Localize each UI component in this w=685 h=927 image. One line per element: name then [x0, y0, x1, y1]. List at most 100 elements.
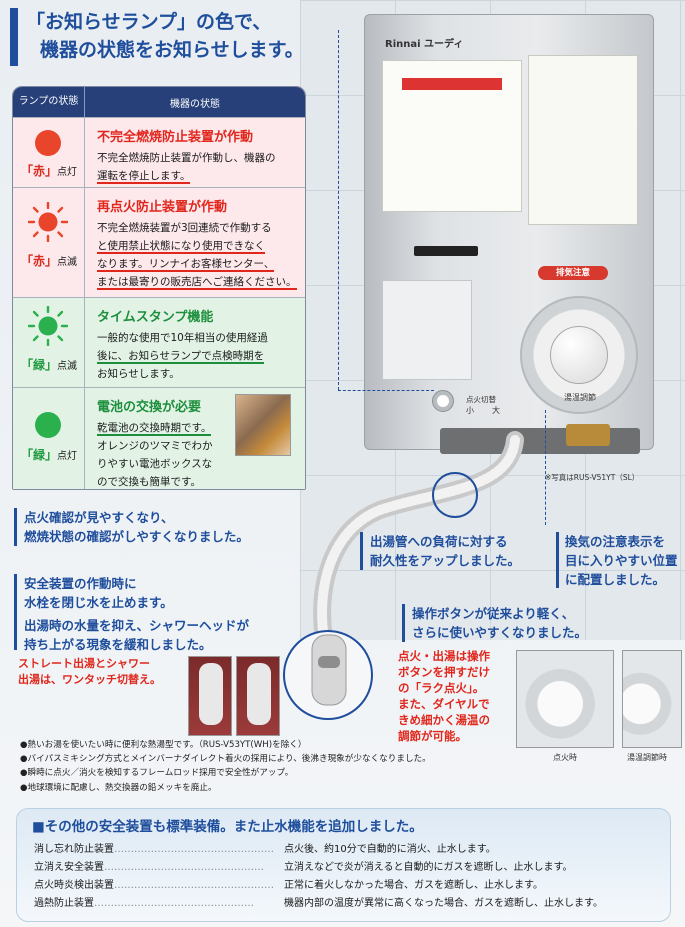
warning-label-red-bar — [402, 78, 502, 90]
lamp-color: 「緑」 — [20, 358, 57, 372]
callout-line: 燃焼状態の確認がしやすくなりました。 — [24, 529, 249, 544]
fire-switch-text: 点火切替 — [466, 395, 496, 404]
temperature-photo-caption: 湯温調節時 — [627, 753, 667, 762]
status-line: 後に、お知らせランプで点検時期を — [97, 350, 265, 364]
table-row-green-on: 「緑」点灯 電池の交換が必要 乾電池の交換時期です。 オレンジのツマミでわか り… — [13, 387, 305, 489]
lamp-label: 「赤」点灯 — [13, 162, 85, 179]
heading-line-1: 「お知らせランプ」の色で、 — [26, 11, 272, 33]
lamp-color: 「赤」 — [20, 164, 57, 178]
notice-lamp-button[interactable] — [432, 390, 454, 412]
switch-small-label: 小 — [466, 406, 474, 415]
dial-label: 湯温調節 — [564, 393, 596, 402]
status-body: 不完全燃焼装置が3回連続で作動する と使用禁止状態になり使用できなく なります。… — [97, 219, 299, 291]
callout-line: に配置しました。 — [565, 572, 666, 587]
lamp-cell: 「緑」点滅 — [13, 298, 85, 387]
heading-line-2: 機器の状態をお知らせします。 — [40, 39, 304, 61]
callout-line: 換気の注意表示を — [565, 534, 666, 549]
pipe-durability-callout: 出湯管への負荷に対する 耐久性をアップしました。 — [370, 532, 540, 570]
status-cell: タイムスタンプ機能 一般的な使用で10年相当の使用経過 後に、お知らせランプで点… — [85, 298, 305, 387]
table-row-red-on: 「赤」点灯 不完全燃焼防止装置が作動 不完全燃焼防止装置が作動し、機器の 運転を… — [13, 117, 305, 187]
temperature-photo — [622, 650, 682, 748]
leader-line — [338, 390, 434, 391]
safety-name: 点火時炎検出装置………………………………………… — [34, 880, 274, 891]
note-line: 調節が可能。 — [398, 729, 467, 743]
safety-desc: 立消えなどで炎が消えると自動的にガスを遮断し、止水します。 — [284, 862, 573, 873]
callout-line: 出湯管への負荷に対する — [370, 534, 508, 549]
table-header: ランプの状態 機器の状態 — [13, 87, 305, 117]
lamp-color: 「緑」 — [20, 448, 57, 462]
feature-bullet-list: ●熱いお湯を使いたい時に便利な熱湯型です。（RUS-V53YT(WH)を除く） … — [20, 738, 431, 795]
safety-name: 消し忘れ防止装置………………………………………… — [34, 844, 274, 855]
temperature-dial-knob[interactable] — [550, 326, 608, 384]
leader-line — [338, 30, 339, 390]
red-lamp-blink-icon — [28, 202, 68, 242]
fire-switch-label: 点火切替 小 大 — [466, 394, 526, 416]
safety-desc: 正常に着火しなかった場合、ガスを遮断し、止水します。 — [284, 880, 543, 891]
note-line: また、ダイヤルで — [398, 697, 490, 711]
photo-model-note: ※写真はRUS-V51YT（SL） — [545, 473, 640, 482]
red-lamp-on-icon — [35, 130, 61, 156]
lamp-mode: 点滅 — [57, 257, 77, 268]
bullet-item: ●瞬時に点火／消火を検知するフレームロッド採用で安全性がアップ。 — [20, 768, 294, 779]
lamp-label: 「緑」点灯 — [13, 446, 85, 463]
lamp-label: 「赤」点滅 — [13, 252, 85, 269]
callout-bar — [556, 532, 559, 588]
safety-name: 過熱防止装置………………………………………… — [34, 898, 254, 909]
callout-line: 水栓を閉じ水を止めます。 — [24, 595, 173, 610]
safety-stop-callout: 安全装置の作動時に 水栓を閉じ水を止めます。 出湯時の水量を抑え、シャワーヘッド… — [24, 574, 294, 654]
brass-valve — [566, 424, 610, 446]
safety-name: 立消え安全装置………………………………………… — [34, 862, 264, 873]
callout-line: 点火確認が見やすくなり、 — [24, 510, 174, 525]
safety-devices-box — [16, 808, 671, 922]
green-lamp-blink-icon — [28, 306, 68, 346]
callout-line: 操作ボタンが従来より軽く、 — [412, 606, 575, 621]
status-body: 乾電池の交換時期です。 オレンジのツマミでわか りやすい電池ボックスな ので交換… — [97, 419, 237, 489]
safety-row: 過熱防止装置………………………………………… 機器内部の温度が異常に高くなった場… — [34, 894, 664, 909]
note-line: 出湯は、ワンタッチ切替え。 — [18, 673, 161, 686]
note-line: ストレート出湯とシャワー — [18, 657, 150, 670]
callout-bar — [14, 574, 17, 650]
vent-warning-badge — [538, 266, 608, 280]
note-line: ボタンを押すだけ — [398, 665, 490, 679]
status-line: と使用禁止状態になり使用できなく — [97, 240, 265, 254]
status-title: 再点火防止装置が作動 — [97, 200, 228, 215]
battery-photo — [235, 394, 291, 456]
table-row-green-blink: 「緑」点滅 タイムスタンプ機能 一般的な使用で10年相当の使用経過 後に、お知ら… — [13, 297, 305, 387]
ignition-photo — [516, 650, 614, 748]
straight-shower-note: ストレート出湯とシャワー 出湯は、ワンタッチ切替え。 — [18, 656, 198, 688]
status-cell: 不完全燃焼防止装置が作動 不完全燃焼防止装置が作動し、機器の 運転を停止します。 — [85, 118, 305, 187]
status-line: 乾電池の交換時期です。 — [97, 422, 212, 436]
status-body: 一般的な使用で10年相当の使用経過 後に、お知らせランプで点検時期を お知らせし… — [97, 329, 299, 383]
status-line: なります。リンナイお客様センター、 — [97, 258, 275, 272]
safety-row: 点火時炎検出装置………………………………………… 正常に着火しなかった場合、ガス… — [34, 876, 664, 891]
ignition-photo-caption: 点火時 — [553, 753, 577, 762]
table-row-red-blink: 「赤」点滅 再点火防止装置が作動 不完全燃焼装置が3回連続で作動する と使用禁止… — [13, 187, 305, 297]
ignition-callout: 点火確認が見やすくなり、 燃焼状態の確認がしやすくなりました。 — [24, 508, 314, 546]
status-title: タイムスタンプ機能 — [97, 310, 214, 325]
raku-ignition-note: 点火・出湯は操作 ボタンを押すだけ の「ラク点火」。 また、ダイヤルで きめ細か… — [398, 648, 514, 744]
status-line: 運転を停止します。 — [97, 170, 191, 184]
lamp-color: 「赤」 — [20, 254, 57, 268]
vent-warning-text: 排気注意 — [555, 268, 590, 278]
lamp-status-table: ランプの状態 機器の状態 「赤」点灯 不完全燃焼防止装置が作動 不完全燃焼防止装… — [12, 86, 306, 490]
heading-accent-bar — [10, 8, 18, 66]
bullet-item: ●熱いお湯を使いたい時に便利な熱湯型です。（RUS-V53YT(WH)を除く） — [20, 740, 307, 750]
lamp-cell: 「赤」点灯 — [13, 118, 85, 187]
notice-panel — [382, 280, 472, 380]
vent-notice-callout: 換気の注意表示を 目に入りやすい位置 に配置しました。 — [565, 532, 685, 589]
lamp-mode: 点灯 — [57, 451, 77, 462]
switch-large-label: 大 — [492, 406, 500, 415]
note-line: きめ細かく湯温の — [398, 713, 490, 727]
lamp-mode: 点滅 — [57, 361, 77, 372]
callout-line: 持ち上がる現象を緩和しました。 — [24, 637, 212, 652]
status-line: ので交換も簡単です。 — [97, 476, 201, 488]
note-line: の「ラク点火」。 — [398, 681, 485, 695]
shower-hose-icon — [283, 431, 524, 720]
status-body: 不完全燃焼防止装置が作動し、機器の 運転を停止します。 — [97, 149, 299, 185]
shower-mode-photo — [236, 656, 280, 736]
lamp-label: 「緑」点滅 — [13, 356, 85, 373]
lamp-cell: 「緑」点灯 — [13, 388, 85, 489]
button-callout: 操作ボタンが従来より軽く、 さらに使いやすくなりました。 — [412, 604, 682, 642]
callout-line: 耐久性をアップしました。 — [370, 553, 521, 568]
status-line: オレンジのツマミでわか — [97, 440, 213, 452]
